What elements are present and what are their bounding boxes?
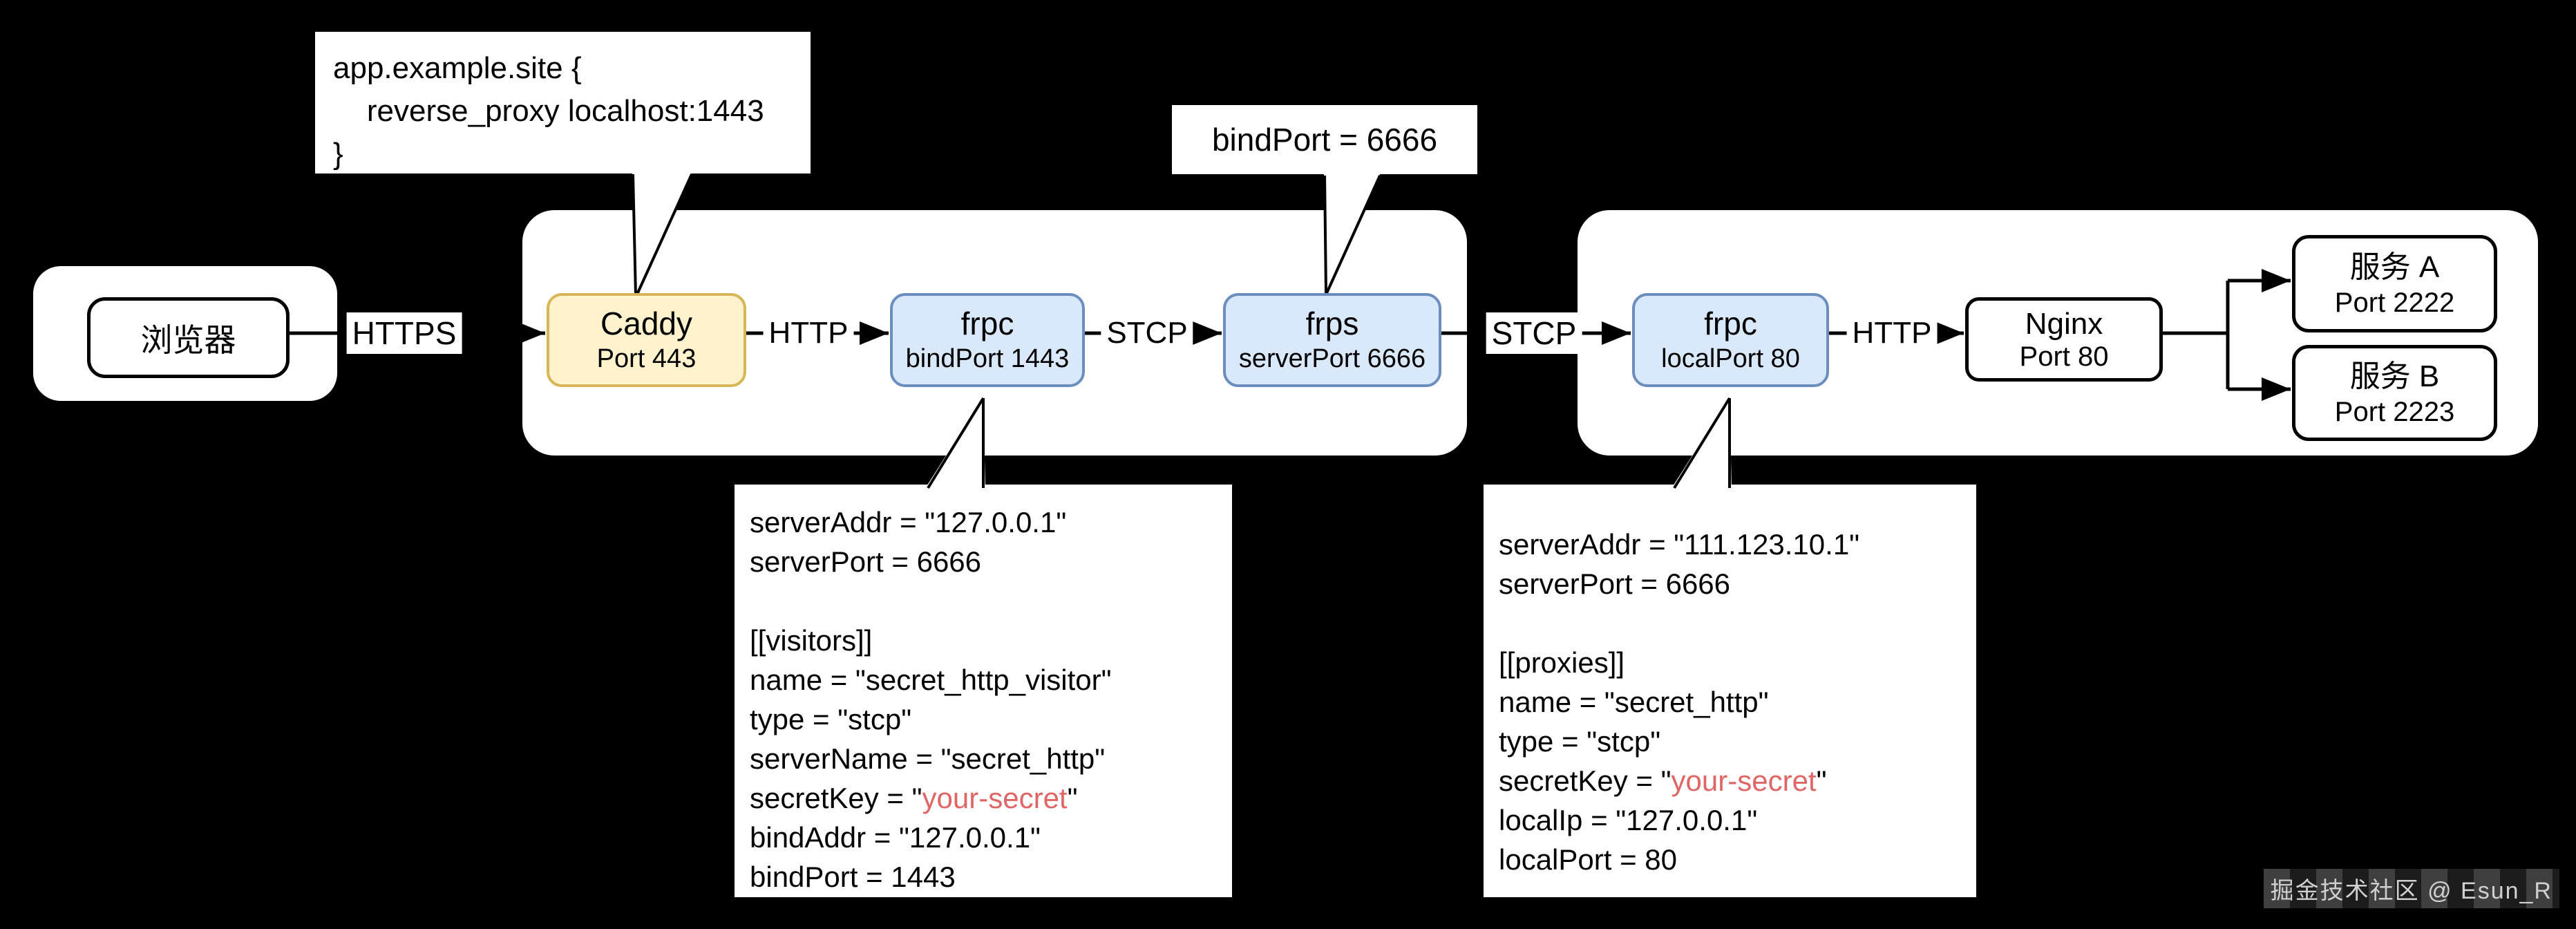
frpc-visitor-node: frpc bindPort 1443 bbox=[890, 293, 1085, 387]
browser-node: 浏览器 bbox=[87, 297, 290, 378]
frpc-visitor-title: frpc bbox=[960, 306, 1014, 341]
http-right-edge-label: HTTP bbox=[1846, 314, 1938, 353]
visitor-config-pointer bbox=[925, 397, 985, 489]
service-a-title: 服务 A bbox=[2349, 250, 2440, 284]
caddyfile-callout-pointer bbox=[632, 171, 693, 297]
service-b-subtitle: Port 2223 bbox=[2334, 396, 2455, 427]
frpc-visitor-subtitle: bindPort 1443 bbox=[905, 344, 1070, 373]
frpc-proxy-node: frpc localPort 80 bbox=[1632, 293, 1829, 387]
nginx-title: Nginx bbox=[2025, 307, 2103, 341]
stcp-left-edge-label: STCP bbox=[1101, 314, 1193, 353]
watermark: 掘金技术社区 @ Esun_R bbox=[2263, 869, 2559, 908]
stcp-mid-edge-label: STCP bbox=[1486, 312, 1582, 354]
proxy-config-pointer bbox=[1671, 397, 1732, 489]
frps-callout-pointer bbox=[1323, 173, 1381, 294]
frps-config-callout: bindPort = 6666 bbox=[1169, 102, 1480, 177]
frps-config-callout-text: bindPort = 6666 bbox=[1211, 122, 1438, 158]
browser-label: 浏览器 bbox=[140, 321, 236, 358]
frpc-visitor-config-block: serverAddr = "127.0.0.1"serverPort = 666… bbox=[735, 485, 1232, 897]
frpc-proxy-subtitle: localPort 80 bbox=[1661, 344, 1800, 373]
nginx-subtitle: Port 80 bbox=[2019, 341, 2109, 372]
nginx-fanout-connector bbox=[2156, 269, 2291, 401]
service-a-node: 服务 A Port 2222 bbox=[2292, 235, 2497, 332]
frpc-proxy-config-block: serverAddr = "111.123.10.1"serverPort = … bbox=[1484, 485, 1976, 897]
caddyfile-callout-text: app.example.site { reverse_proxy localho… bbox=[333, 51, 764, 171]
caddy-node: Caddy Port 443 bbox=[547, 293, 746, 387]
caddy-subtitle: Port 443 bbox=[596, 344, 697, 373]
frps-node: frps serverPort 6666 bbox=[1223, 293, 1441, 387]
https-edge-label: HTTPS bbox=[346, 312, 462, 354]
service-a-subtitle: Port 2222 bbox=[2334, 287, 2455, 318]
nginx-node: Nginx Port 80 bbox=[1965, 297, 2163, 382]
service-b-node: 服务 B Port 2223 bbox=[2292, 345, 2497, 441]
caddyfile-callout: app.example.site { reverse_proxy localho… bbox=[312, 29, 813, 176]
frpc-proxy-title: frpc bbox=[1704, 306, 1757, 341]
frps-title: frps bbox=[1305, 306, 1359, 341]
service-b-title: 服务 B bbox=[2349, 359, 2440, 393]
frps-subtitle: serverPort 6666 bbox=[1238, 344, 1426, 373]
caddy-title: Caddy bbox=[600, 306, 692, 341]
http-left-edge-label: HTTP bbox=[763, 314, 854, 353]
